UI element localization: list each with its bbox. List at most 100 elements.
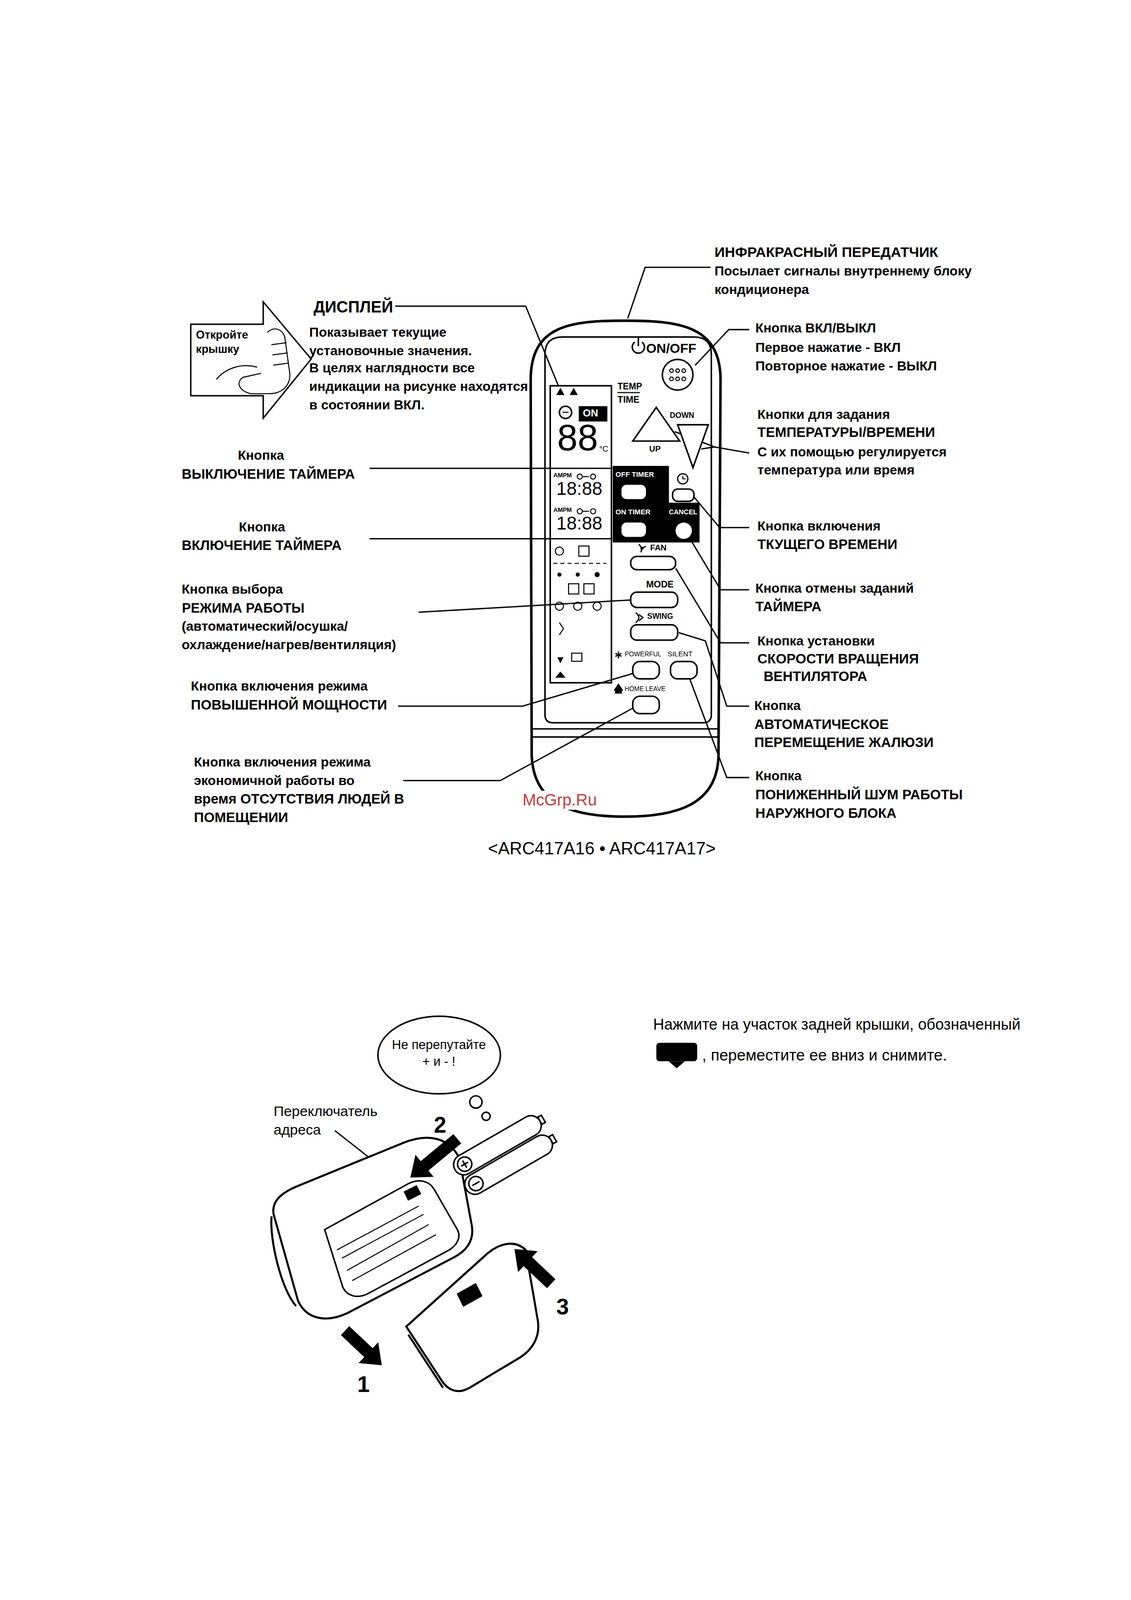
lid-cover: [457, 1283, 483, 1307]
cover-mark-icon: [656, 1043, 698, 1062]
callout-title: ПОВЫШЕННОЙ МОЩНОСТИ: [190, 697, 388, 713]
leader-line: [398, 673, 633, 707]
remote-control-outline: [632, 336, 645, 353]
lcd-display-outline: [557, 572, 562, 578]
remote-back-view: [336, 1206, 436, 1282]
remote-control-outline: [615, 651, 622, 659]
remote-control-outline: [617, 391, 640, 393]
lcd-display-outline: [582, 475, 590, 477]
lcd-display-outline: [573, 602, 582, 611]
remote-control-outline: [675, 368, 680, 373]
direction-arrow: [514, 1249, 556, 1289]
speech-bubble-outline: [469, 1096, 482, 1109]
lcd-display-outline: [568, 583, 579, 594]
lcd-display-outline: [590, 508, 596, 514]
lcd-display-outline: [557, 657, 564, 664]
open-cover-arrow-outline: [186, 297, 315, 423]
callout-note: (автоматический/осушка/ охлаждение/нагре…: [181, 617, 432, 655]
callout-note: Кнопка включения режима экономичной рабо…: [193, 753, 399, 790]
remote-control-outline: [638, 543, 647, 552]
leader-line: [675, 568, 750, 644]
direction-arrow: [341, 1134, 556, 1366]
remote-back-view: [273, 1138, 473, 1320]
speech-bubble-outline: [377, 1016, 501, 1094]
remote-control-outline: [683, 475, 686, 479]
callout-title: Кнопка: [237, 447, 285, 464]
direction-arrow: [341, 1326, 382, 1366]
step-number: 2: [433, 1112, 447, 1139]
callout-title: СКОРОСТИ ВРАЩЕНИЯ: [757, 651, 920, 667]
callout-title: ПЕРЕМЕЩЕНИЕ ЖАЛЮЗИ: [754, 734, 934, 751]
remote-control-outline: [545, 336, 712, 723]
speech-bubble: Не перепутайте + и - !: [373, 1010, 509, 1125]
display-digits: 18:88: [556, 479, 603, 499]
button-label: SWING: [646, 612, 674, 620]
callout-title: ТЕМПЕРАТУРЫ/ВРЕМЕНИ: [757, 424, 936, 441]
lcd-display-outline: [583, 583, 594, 594]
remote-control-outline: [677, 473, 688, 484]
remote-control-outline: [632, 696, 660, 714]
remote-control-outline: [677, 424, 709, 468]
remote-control: ON/OFFTEMPTIMEUPDOWNFANMODESWINGPOWERFUL…: [522, 312, 727, 823]
batteries: [449, 1110, 560, 1199]
lcd-display-outline: [593, 602, 602, 611]
button-label: ON TIMER: [615, 508, 651, 516]
batteries: [459, 1158, 480, 1186]
display-digits: 18:88: [556, 514, 603, 533]
callout-title: Кнопка: [754, 698, 801, 714]
callout-title: время ОТСУТСТВИЯ ЛЮДЕЙ В ПОМЕЩЕНИИ: [193, 789, 413, 827]
figure-caption: <ARC417A16 • ARC417A17>: [487, 838, 716, 859]
lcd-display: ON88°CAMPM18:88AMPM18:88: [548, 383, 614, 686]
leader-line: [369, 467, 613, 470]
timer-panel-outline: [621, 522, 647, 537]
button-label: DOWN: [669, 411, 695, 420]
button-label: SILENT: [667, 650, 693, 658]
cover-mark-icon: [668, 1061, 685, 1069]
remote-control-outline: [636, 612, 644, 623]
remote-back-view: [404, 1186, 421, 1201]
remote-control-outline: [675, 376, 680, 381]
callout-title: ИНФРАКРАСНЫЙ ПЕРЕДАТЧИК: [714, 244, 939, 261]
remote-control-outline: [632, 661, 660, 679]
instruction-text: Откройте крышку: [196, 327, 262, 357]
remote-control-outline: [672, 488, 694, 502]
lcd-display-outline: [556, 388, 578, 396]
remote-control-outline: [630, 556, 676, 570]
button-label: TEMP: [617, 381, 643, 391]
lcd-display-outline: [550, 385, 612, 683]
callout-title: Кнопка: [755, 768, 802, 784]
callout-title: Кнопка установки: [757, 633, 875, 649]
lid-cover: [408, 1334, 444, 1388]
lcd-display-outline: [559, 406, 572, 419]
display-digits: 88: [557, 419, 599, 457]
display-indicator: ON: [582, 408, 599, 419]
timer-panel: OFF TIMERON TIMERCANCEL: [612, 465, 701, 543]
remote-control-outline: [630, 624, 678, 640]
callout-title: РЕЖИМА РАБОТЫ: [181, 600, 305, 617]
callout-title: Кнопка: [238, 519, 286, 535]
lcd-display-outline: [559, 622, 564, 636]
instruction-text: , переместите ее вниз и снимите.: [702, 1046, 948, 1065]
warning-text: Не перепутайте + и - !: [389, 1036, 490, 1070]
button-label: FAN: [650, 543, 667, 552]
button-label: ON/OFF: [646, 342, 697, 356]
callout-title: Кнопка включения режима: [190, 678, 368, 694]
button-label: CANCEL: [668, 508, 698, 516]
remote-control-outline: [614, 684, 623, 694]
part-label: Переключатель адреса: [273, 1102, 402, 1140]
display-indicator: AMPM: [553, 472, 572, 479]
callout-title: Кнопка ВКЛ/ВЫКЛ: [755, 320, 876, 336]
lcd-display-outline: [578, 546, 589, 557]
leader-line: [701, 446, 715, 449]
instruction-text: Нажмите на участок задней крышки, обозна…: [653, 1015, 1021, 1034]
remote-control-outline: [630, 591, 678, 608]
lcd-display-outline: [575, 572, 580, 578]
callout-note: Первое нажатие - ВКЛ Повторное нажатие -…: [755, 338, 965, 376]
remote-control-outline: [670, 661, 698, 679]
batteries: [461, 1131, 557, 1198]
callout-note: В целях наглядности все индикации на рис…: [309, 359, 536, 415]
lcd-display-outline: [562, 411, 569, 413]
timer-panel-outline: [621, 484, 647, 500]
button-label: UP: [649, 445, 661, 454]
lcd-display-outline: [590, 474, 596, 480]
